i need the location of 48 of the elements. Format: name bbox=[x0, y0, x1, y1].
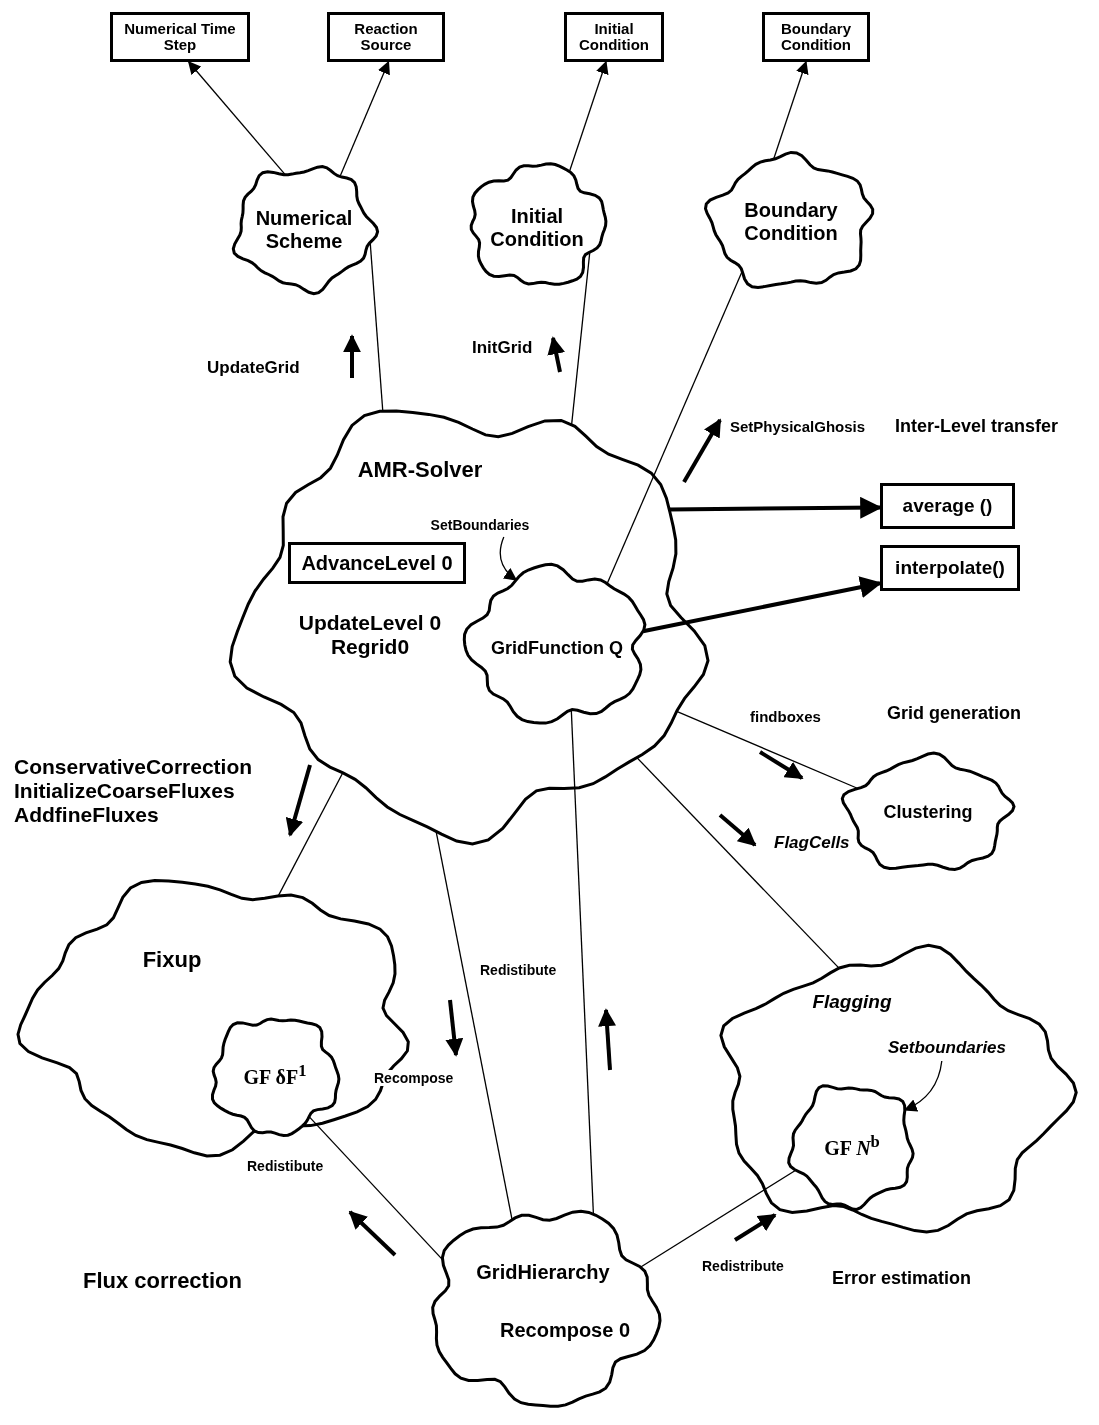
node-label: GridHierarchy bbox=[475, 1260, 611, 1284]
node-label: Fixup bbox=[141, 947, 203, 973]
label-box: Reaction Source bbox=[327, 12, 445, 62]
label-box: interpolate() bbox=[880, 545, 1020, 591]
edge-label: SetPhysicalGhosis bbox=[728, 418, 868, 436]
edge-label: Recompose bbox=[372, 1070, 456, 1087]
label-box: Numerical Time Step bbox=[110, 12, 250, 62]
edge-label: FlagCells bbox=[772, 833, 852, 853]
arrow bbox=[669, 496, 883, 519]
node-label: UpdateLevel 0 Regrid0 bbox=[297, 610, 443, 660]
node-label: GF δF$^{1}$ bbox=[242, 1061, 308, 1089]
label-box: Initial Condition bbox=[564, 12, 664, 62]
connector-line bbox=[369, 241, 384, 412]
node-label: Initial Condition bbox=[489, 205, 585, 251]
section-label: Error estimation bbox=[832, 1268, 972, 1289]
node-label: Boundary Condition bbox=[743, 199, 839, 245]
node-label: GridFunction Q bbox=[490, 637, 624, 659]
arrow bbox=[339, 60, 390, 178]
label-box: average () bbox=[880, 483, 1015, 529]
node-label: Numerical Scheme bbox=[254, 207, 354, 253]
connector-line bbox=[570, 251, 591, 426]
label-box: Boundary Condition bbox=[762, 12, 870, 62]
section-label: Inter-Level transfer bbox=[895, 416, 1059, 437]
annotation-text: SetBoundaries bbox=[415, 513, 545, 537]
arrow bbox=[772, 60, 809, 160]
arrow bbox=[499, 536, 518, 581]
arrow bbox=[187, 61, 286, 176]
section-label: Flux correction bbox=[83, 1268, 242, 1294]
connector-line bbox=[277, 772, 344, 897]
arrow bbox=[642, 576, 883, 634]
node-label: Recompose 0 bbox=[498, 1318, 632, 1342]
connector-line bbox=[636, 756, 840, 969]
node-label: Clustering bbox=[882, 801, 974, 823]
connector-line bbox=[639, 1169, 797, 1268]
connector-line bbox=[676, 710, 859, 790]
edge-label: UpdateGrid bbox=[205, 358, 302, 378]
connector-line bbox=[308, 1115, 444, 1261]
arrow bbox=[568, 60, 609, 173]
node-label: Flagging bbox=[811, 991, 893, 1013]
connector-line bbox=[435, 830, 513, 1221]
connector-line bbox=[606, 270, 743, 585]
section-label: Grid generation bbox=[887, 703, 1021, 724]
node-label: GF N$^{b}$ bbox=[823, 1132, 881, 1160]
label-box: AdvanceLevel 0 bbox=[288, 542, 466, 584]
annotation-text: Setboundaries bbox=[877, 1035, 1017, 1061]
connector-line bbox=[570, 709, 595, 1215]
arrow bbox=[903, 1060, 943, 1111]
node-label: AMR-Solver bbox=[356, 457, 484, 483]
